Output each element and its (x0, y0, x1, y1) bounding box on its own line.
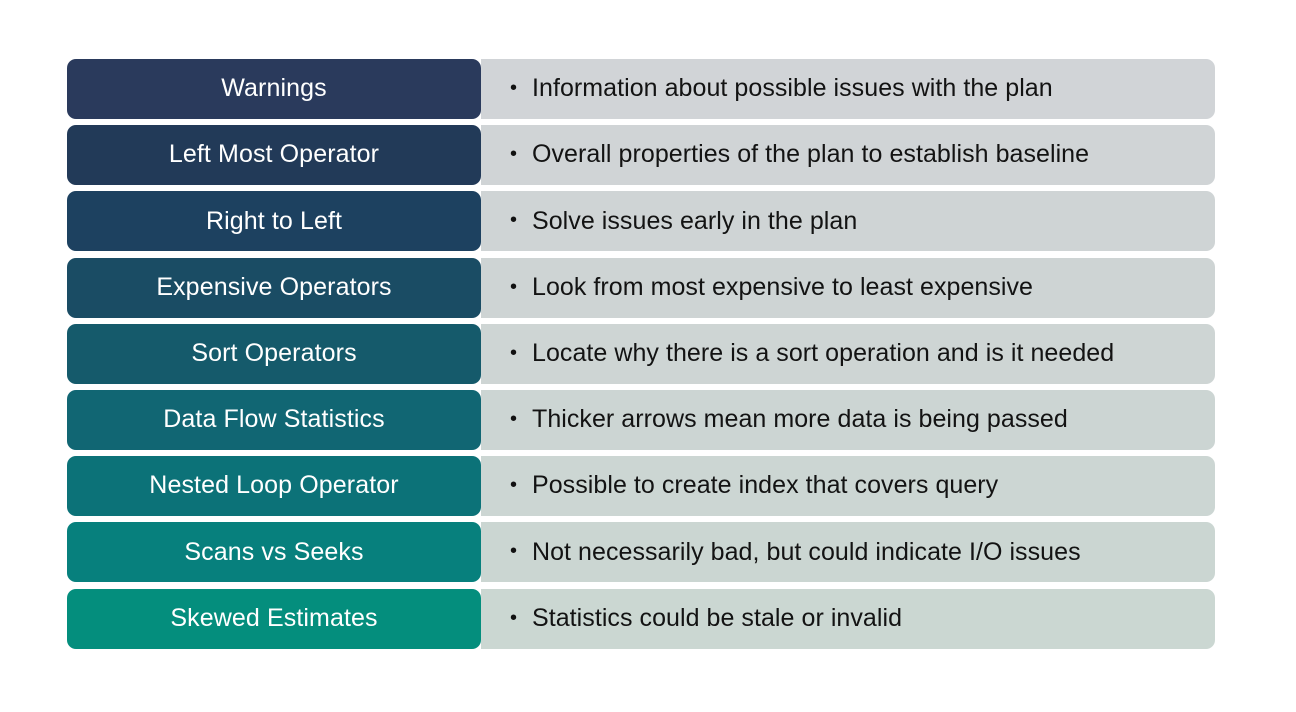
label-bar: Nested Loop Operator (67, 456, 481, 517)
label-bar: Right to Left (67, 191, 481, 252)
label-bar: Left Most Operator (67, 125, 481, 186)
bullet-icon: • (510, 408, 518, 430)
process-row: • Possible to create index that covers qu… (0, 456, 1296, 517)
label-text: Expensive Operators (156, 272, 392, 301)
bullet-icon: • (510, 275, 518, 298)
bullet-icon: • (510, 341, 518, 364)
description-bar: • Solve issues early in the plan (481, 191, 1215, 252)
label-text: Sort Operators (191, 339, 357, 368)
process-row: • Overall properties of the plan to estab… (0, 125, 1296, 186)
description-bar: • Look from most expensive to least expen… (481, 257, 1215, 318)
description-bar: • Possible to create index that covers qu… (481, 456, 1215, 517)
label-text: Skewed Estimates (170, 603, 378, 632)
bullet-icon: • (510, 474, 518, 497)
process-row: • Locate why there is a sort operation an… (0, 323, 1296, 384)
label-text: Nested Loop Operator (149, 471, 399, 500)
label-text: Scans vs Seeks (184, 537, 364, 566)
description-text: Information about possible issues with t… (532, 74, 1053, 103)
label-bar: Sort Operators (67, 323, 481, 384)
bullet-icon: • (510, 209, 518, 232)
description-bar: • Locate why there is a sort operation an… (481, 323, 1215, 384)
bullet-icon: • (510, 540, 518, 563)
bullet-icon: • (510, 143, 518, 166)
description-text: Solve issues early in the plan (532, 206, 858, 235)
description-text: Possible to create index that covers que… (532, 471, 999, 500)
description-text: Statistics could be stale or invalid (532, 603, 903, 632)
label-bar: Data Flow Statistics (67, 390, 481, 450)
label-bar: Skewed Estimates (67, 588, 481, 649)
label-bar: Warnings (67, 59, 481, 119)
description-text: Overall properties of the plan to establ… (532, 140, 1090, 169)
process-row: • Thicker arrows mean more data is being … (0, 390, 1296, 450)
description-text: Locate why there is a sort operation and… (532, 339, 1115, 368)
process-row: • Look from most expensive to least expen… (0, 257, 1296, 318)
process-row: • Not necessarily bad, but could indicate… (0, 522, 1296, 583)
description-text: Thicker arrows mean more data is being p… (532, 405, 1068, 434)
label-text: Warnings (221, 74, 327, 103)
label-text: Data Flow Statistics (163, 405, 385, 434)
description-bar: • Statistics could be stale or invalid (481, 588, 1215, 649)
description-text: Look from most expensive to least expens… (532, 272, 1034, 301)
process-row: • Statistics could be stale or invalid Ske… (0, 588, 1296, 649)
description-bar: • Information about possible issues with … (481, 59, 1215, 119)
label-text: Right to Left (205, 206, 343, 235)
description-text: Not necessarily bad, but could indicate … (532, 537, 1081, 566)
bullet-icon: • (510, 77, 518, 99)
label-text: Left Most Operator (168, 140, 380, 169)
process-row: • Information about possible issues with … (0, 59, 1296, 119)
bullet-icon: • (510, 606, 518, 629)
description-bar: • Overall properties of the plan to estab… (481, 125, 1215, 186)
process-row: • Solve issues early in the plan Right to … (0, 191, 1296, 252)
description-bar: • Thicker arrows mean more data is being … (481, 390, 1215, 450)
label-bar: Scans vs Seeks (67, 522, 481, 583)
description-bar: • Not necessarily bad, but could indicate… (481, 522, 1215, 583)
label-bar: Expensive Operators (67, 257, 481, 318)
